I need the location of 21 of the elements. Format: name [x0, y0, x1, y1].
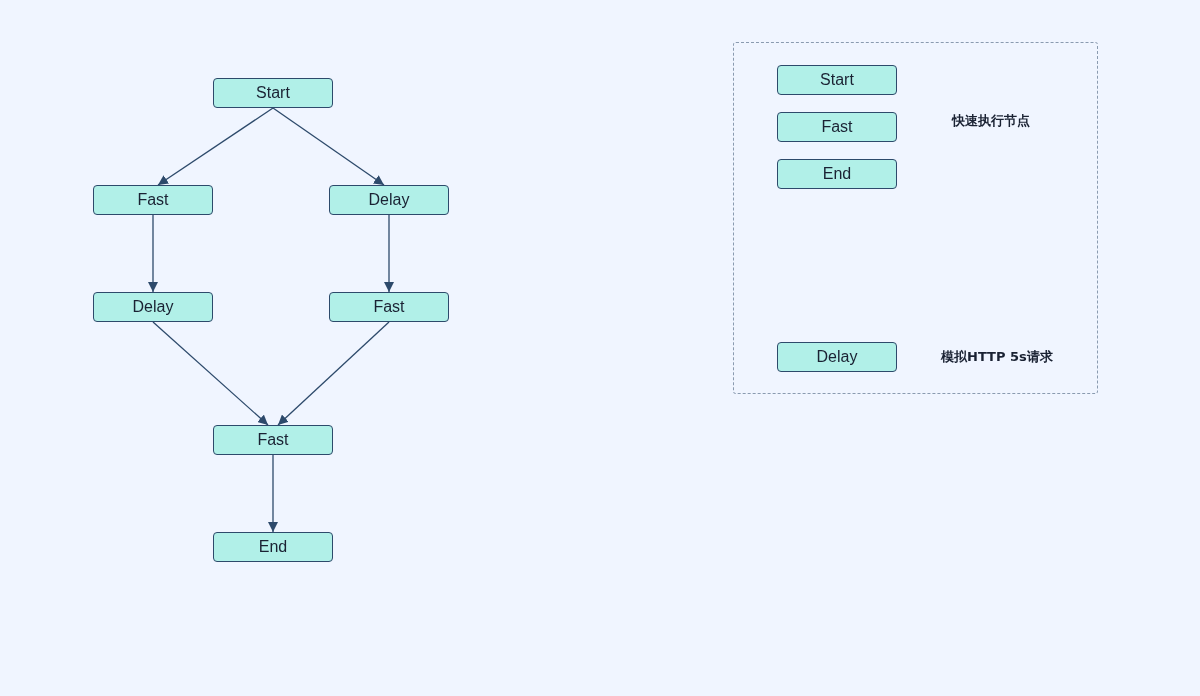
process-box: Fast: [777, 112, 897, 142]
arrow: [268, 454, 278, 533]
arrow: [272, 107, 385, 186]
arrow: [277, 321, 390, 426]
process-box: Fast: [93, 185, 213, 215]
process-box: Fast: [213, 425, 333, 455]
process-box: Delay: [777, 342, 897, 372]
process-box: Delay: [93, 292, 213, 322]
process-box: Start: [213, 78, 333, 108]
note-text: 模拟HTTP 5s请求: [941, 348, 1053, 366]
arrow: [384, 214, 394, 293]
process-box: End: [213, 532, 333, 562]
process-box: Fast: [329, 292, 449, 322]
note-text: 快速执行节点: [952, 112, 1030, 130]
arrow: [152, 321, 269, 426]
process-box: Delay: [329, 185, 449, 215]
arrow: [157, 107, 274, 186]
legend-panel: [733, 42, 1098, 394]
process-box: End: [777, 159, 897, 189]
arrow: [148, 214, 158, 293]
process-box: Start: [777, 65, 897, 95]
